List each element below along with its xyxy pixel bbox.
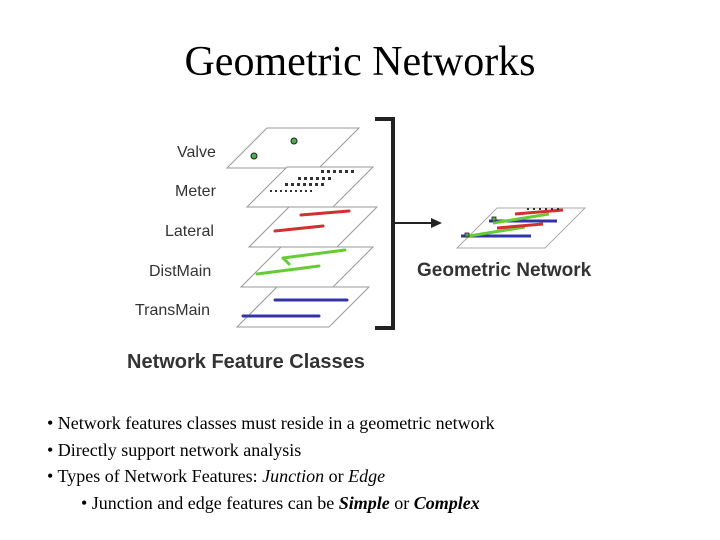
bullet-list: • Network features classes must reside i… (47, 410, 687, 516)
meter-junction (304, 177, 307, 180)
bracket (375, 117, 395, 330)
edge-term: Edge (348, 466, 386, 486)
bullet-item: • Directly support network analysis (47, 439, 302, 460)
bullet-text: or (389, 492, 414, 513)
combined-lateral (496, 208, 564, 230)
diagram-svg: Valve Meter Lateral DistMain TransMain (127, 117, 592, 373)
bullet-text: • Types of Network Features: (47, 466, 263, 486)
meter-junction (285, 183, 288, 186)
combined-network (455, 207, 587, 249)
meter-junction (295, 190, 297, 192)
arrow-icon (393, 218, 442, 228)
geometric-network-diagram: Valve Meter Lateral DistMain TransMain (57, 88, 663, 384)
distmain-edge (281, 256, 291, 266)
slide-title: Geometric Networks (184, 39, 536, 85)
junction-term: Junction (262, 466, 325, 486)
combined-valve (491, 216, 497, 222)
meter-junction (315, 183, 318, 186)
meter-junction (291, 183, 294, 186)
plane-transmain (235, 286, 371, 328)
layer-label-transmain: TransMain (135, 302, 210, 319)
meter-junction (322, 177, 325, 180)
meter-junction (303, 183, 306, 186)
meter-junction (297, 183, 300, 186)
geometric-network-label: Geometric Network (417, 260, 592, 281)
network-feature-classes-caption: Network Feature Classes (127, 351, 365, 373)
layer-label-lateral: Lateral (165, 223, 214, 240)
meter-junction (310, 177, 313, 180)
lateral-edge (273, 224, 325, 233)
meter-junction (345, 170, 348, 173)
lateral-edge (299, 209, 351, 217)
valve-features (250, 137, 298, 160)
bullet-item: • Network features classes must reside i… (47, 413, 495, 433)
layer-label-distmain: DistMain (149, 263, 211, 280)
meter-junction (270, 190, 272, 192)
meter-junction (351, 170, 354, 173)
layer-label-meter: Meter (175, 183, 217, 200)
meter-junction (328, 177, 331, 180)
meter-junction (298, 177, 301, 180)
distmain-features (255, 248, 347, 276)
meter-features (270, 170, 354, 192)
valve-junction (250, 152, 258, 160)
meter-junction (285, 190, 287, 192)
meter-junction (309, 183, 312, 186)
distmain-edge (255, 264, 321, 276)
bullet-item: • Types of Network Features: Junction or… (47, 463, 687, 490)
layer-label-valve: Valve (177, 144, 216, 161)
complex-term: Complex (413, 492, 480, 513)
sub-bullet-item: • Junction and edge features can be Simp… (47, 490, 687, 517)
meter-junction (321, 170, 324, 173)
valve-junction (290, 137, 298, 145)
meter-junction (300, 190, 302, 192)
meter-junction (321, 183, 324, 186)
bullet-text: • Junction and edge features can be (81, 492, 339, 513)
meter-junction (339, 170, 342, 173)
meter-junction (333, 170, 336, 173)
meter-junction (275, 190, 277, 192)
combined-valve (464, 232, 470, 238)
distmain-edge (281, 248, 347, 260)
transmain-features (241, 298, 349, 318)
meter-junction (327, 170, 330, 173)
plane-meter (245, 166, 375, 208)
meter-junction (290, 190, 292, 192)
lateral-features (273, 209, 351, 233)
plane-valve (225, 127, 361, 169)
meter-junction (280, 190, 282, 192)
simple-term: Simple (338, 492, 390, 513)
meter-junction (305, 190, 307, 192)
bullet-text: or (324, 466, 349, 486)
meter-junction (310, 190, 312, 192)
combined-distmain (468, 212, 550, 238)
meter-junction (316, 177, 319, 180)
